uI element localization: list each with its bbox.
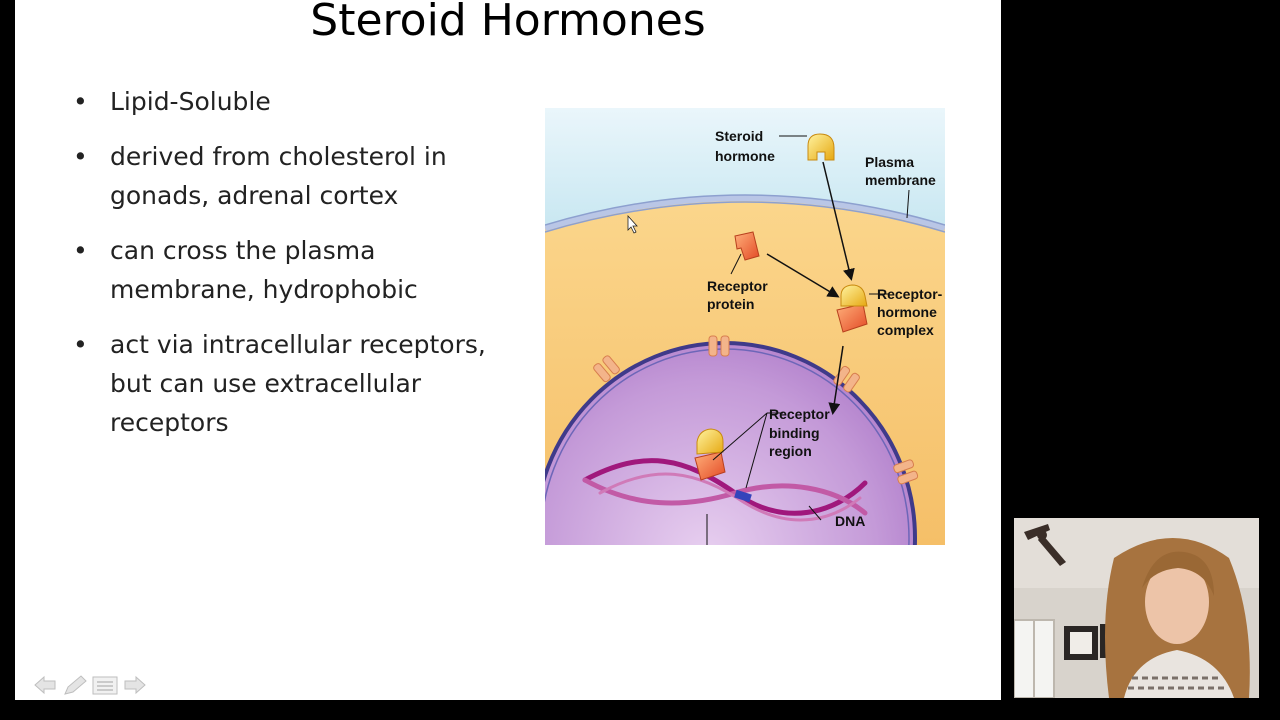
label-plasma-line1: Plasma [865, 154, 914, 170]
label-steroid-line1: Steroid [715, 128, 763, 144]
label-binding-line3: region [769, 443, 812, 459]
nuclear-pore [708, 335, 730, 357]
bullet-item: • Lipid-Soluble [73, 82, 493, 121]
bullet-marker: • [73, 236, 88, 265]
arrow-hormone-to-complex [822, 161, 855, 281]
bullet-text: can cross the plasma membrane, hydrophob… [110, 236, 418, 304]
receptor-hormone-complex-icon [836, 284, 868, 333]
forward-arrow-icon[interactable] [124, 675, 146, 695]
bullet-list: • Lipid-Soluble • derived from cholesterol… [73, 82, 493, 458]
ceiling-fan-icon [1024, 524, 1066, 566]
back-arrow-icon[interactable] [34, 675, 56, 695]
label-receptor-line2: protein [707, 296, 754, 312]
label-plasma-line2: membrane [865, 172, 936, 188]
label-binding-line1: Receptor [769, 406, 830, 422]
label-complex-line2: hormone [877, 304, 937, 320]
label-complex-line1: Receptor- [877, 286, 943, 302]
label-binding-line2: binding [769, 425, 820, 441]
label-steroid-line2: hormone [715, 148, 775, 164]
arrow-receptor-to-complex [766, 253, 840, 298]
label-dna: DNA [835, 513, 865, 529]
presenter [1105, 538, 1250, 698]
slide-nav-bar [34, 675, 146, 695]
webcam-feed [1014, 518, 1259, 698]
bullet-item: • can cross the plasma membrane, hydropho… [73, 231, 493, 309]
steroid-hormone-icon [807, 133, 835, 161]
bullet-text: derived from cholesterol in gonads, adre… [110, 142, 447, 210]
menu-icon[interactable] [92, 676, 118, 695]
receptor-protein-icon [734, 231, 760, 261]
pen-icon[interactable] [64, 675, 87, 695]
binding-site [734, 489, 752, 503]
steroid-hormone-diagram: Steroid hormone Plasma membrane Receptor… [545, 108, 945, 545]
slide-title: Steroid Hormones [310, 0, 706, 46]
plasma-membrane [545, 195, 945, 231]
bullet-marker: • [73, 142, 88, 171]
bullet-item: • derived from cholesterol in gonads, adr… [73, 137, 493, 215]
dna-helix [582, 458, 868, 522]
nuclear-pore [593, 355, 620, 383]
mouse-cursor-icon [627, 214, 638, 234]
bullet-item: • act via intracellular receptors, but ca… [73, 325, 493, 442]
arrow-complex-to-nucleus [828, 345, 844, 415]
bullet-marker: • [73, 330, 88, 359]
bound-complex-icon [694, 428, 726, 481]
nuclear-pore [893, 459, 919, 485]
slide: Steroid Hormones • Lipid-Soluble • derived… [15, 0, 1001, 700]
presenter-webcam [1014, 518, 1259, 698]
bullet-text: act via intracellular receptors, but can… [110, 330, 486, 437]
label-complex-line3: complex [877, 322, 934, 338]
bullet-marker: • [73, 87, 88, 116]
label-receptor-line1: Receptor [707, 278, 768, 294]
bullet-text: Lipid-Soluble [110, 87, 271, 116]
